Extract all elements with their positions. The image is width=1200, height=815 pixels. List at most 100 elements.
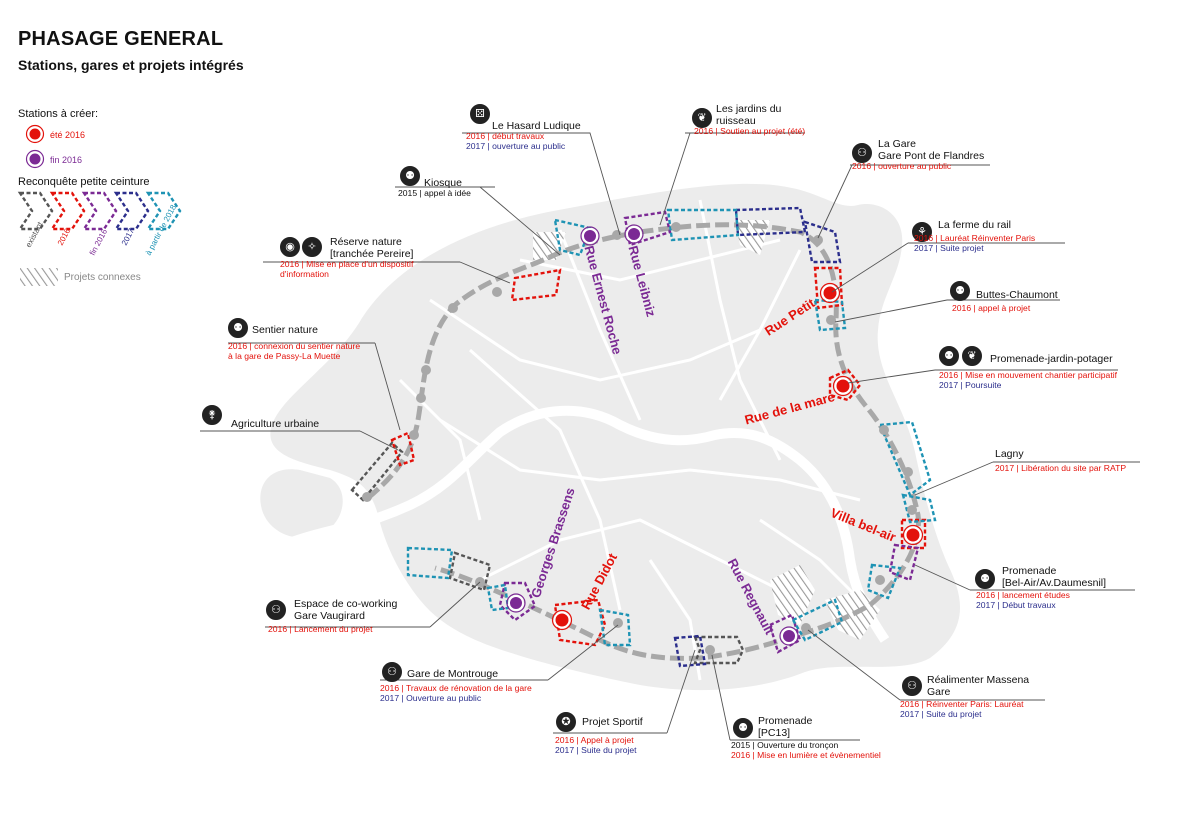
legend-station-ete-label: été 2016	[50, 130, 86, 140]
walkers-icon: ⚉	[975, 569, 995, 589]
legend-connexes-label: Projets connexes	[64, 272, 141, 283]
project-ferme-du-rail: La ferme du rail 2016 | Lauréat Réinvent…	[914, 219, 1035, 254]
project-hasard-ludique: Le Hasard Ludique 2016 | début travaux 2…	[466, 120, 581, 152]
project-phase: 2016 | Travaux de rénovation de la gare	[380, 683, 532, 694]
page-title: PHASAGE GENERAL	[18, 28, 224, 50]
project-name: [tranchée Pereire]	[330, 248, 414, 261]
sport-icon: ✪	[556, 712, 576, 732]
project-name: Sentier nature	[252, 324, 318, 336]
segment-2018-vaugirard	[406, 546, 454, 580]
segment-2018-regnault	[791, 598, 844, 642]
eye-icon: ◉	[280, 237, 300, 257]
project-gare-pont-flandres: La Gare Gare Pont de Flandres 2016 | ouv…	[852, 138, 984, 172]
project-phase: 2016 | connexion du sentier nature	[228, 341, 361, 352]
segments	[350, 206, 937, 668]
train-station-icon: ⚇	[382, 662, 402, 682]
segment-2018-villa	[901, 493, 937, 524]
project-name: Gare	[927, 686, 951, 699]
project-phase: 2015 | appel à idée	[398, 188, 471, 199]
project-name: Espace de co-working	[294, 598, 398, 610]
segment-2018-north	[666, 208, 740, 242]
project-name: Le Hasard Ludique	[492, 120, 581, 132]
project-phase: 2017 | Libération du site par RATP	[995, 463, 1127, 474]
legend-graphics: existant 2016 fin 2016 2017 à partir de …	[17, 124, 182, 286]
segment-2018-buttes	[813, 298, 847, 332]
project-name: Agriculture urbaine	[231, 418, 320, 430]
train-station-icon: ⚇	[852, 143, 872, 163]
project-name: ruisseau	[716, 115, 756, 128]
project-kiosque: Kiosque 2015 | appel à idée	[398, 177, 471, 199]
project-gare-montrouge: Gare de Montrouge 2016 | Travaux de réno…	[380, 668, 532, 704]
project-name: Lagny	[995, 448, 1024, 460]
project-phase: 2016 | Appel à projet	[555, 735, 634, 746]
related-projects-zones	[533, 220, 880, 640]
wheat-icon: ⚵	[202, 405, 222, 425]
project-name: Gare Vaugirard	[294, 610, 366, 623]
project-promenade-bel-air: Promenade [Bel-Air/Av.Daumesnil] 2016 | …	[976, 565, 1107, 611]
project-phase: 2016 | Lancement du projet	[268, 624, 373, 635]
bois-de-boulogne	[260, 469, 343, 538]
project-sentier-nature: Sentier nature 2016 | connexion du senti…	[228, 324, 360, 362]
gardener-icon: ❦	[962, 346, 982, 366]
stations-ete-2016	[551, 282, 924, 631]
segment-fin2016-east	[888, 543, 920, 582]
legend-connexes-swatch	[20, 268, 58, 286]
dice-icon: ⚄	[470, 104, 490, 124]
project-buttes-chaumont: Buttes-Chaumont 2016 | appel à projet	[952, 289, 1058, 314]
leader-lines	[200, 132, 1140, 741]
segment-2018-southeast	[866, 563, 902, 600]
project-name: Projet Sportif	[582, 716, 643, 728]
project-phase: 2015 | Ouverture du tronçon	[731, 740, 839, 751]
project-name: [Bel-Air/Av.Daumesnil]	[1002, 577, 1107, 590]
project-phase: 2017 | ouverture au public	[466, 140, 566, 151]
stations-fin-2016	[506, 224, 799, 646]
segment-2017-gare	[803, 220, 842, 264]
segment-2016-mare	[828, 368, 862, 402]
project-phase: 2017 | Ouverture au public	[380, 692, 482, 703]
legend-label-fin2016: fin 2016	[88, 227, 110, 257]
project-reserve-nature: Réserve nature [tranchée Pereire] 2016 |…	[280, 236, 414, 280]
project-phase: 2017 | Poursuite	[939, 379, 1002, 390]
legend-stations-title: Stations à créer:	[18, 108, 99, 120]
project-phase: 2016 | Soutien au projet (été)	[694, 126, 806, 137]
project-phase: 2017 | Début travaux	[976, 600, 1056, 610]
project-name: [PC13]	[758, 727, 791, 740]
existing-stations	[362, 222, 917, 655]
segment-2016-villa	[900, 518, 927, 550]
walkers-icon: ⚉	[733, 718, 753, 738]
project-promenade-pc13: Promenade [PC13] 2015 | Ouverture du tro…	[731, 715, 881, 761]
legend-station-fin-marker	[27, 151, 43, 167]
segment-existant-south	[693, 635, 745, 665]
project-name: Promenade-jardin-potager	[990, 353, 1113, 365]
segment-2018-didot	[598, 608, 632, 647]
project-coworking-vaugirard: Espace de co-working Gare Vaugirard 2016…	[268, 598, 398, 635]
project-phase: 2016 | début travaux	[466, 131, 545, 142]
walkers-icon: ⚉	[228, 318, 248, 338]
project-phase: 2016 | Mise en mouvement chantier partic…	[939, 370, 1118, 381]
project-name: Buttes-Chaumont	[976, 289, 1058, 301]
legend-label-existant: existant	[24, 220, 45, 249]
project-massena: Réalimenter Massena Gare 2016 | Réinvent…	[900, 674, 1029, 720]
project-name: La ferme du rail	[938, 219, 1011, 231]
project-name: Promenade	[1002, 565, 1057, 577]
bird-icon: ✧	[302, 237, 322, 257]
project-name: Réserve nature	[330, 236, 402, 248]
segment-fin2016-regnault	[768, 613, 802, 654]
project-phase: à la gare de Passy-La Muette	[228, 350, 341, 361]
legend-station-ete-marker	[27, 126, 43, 142]
legend-chevron-2016	[49, 191, 86, 231]
seine-river	[290, 405, 890, 643]
segment-existant-southwest	[448, 551, 492, 592]
project-sportif: Projet Sportif 2016 | Appel à projet 201…	[555, 716, 643, 756]
project-phase: 2016 | Mise en place d'un dispositif	[280, 259, 414, 270]
project-name: Kiosque	[424, 177, 462, 189]
legend-chevron-2018	[145, 191, 182, 231]
train-station-icon: ⚇	[902, 676, 922, 696]
legend-chevron-existant	[17, 191, 54, 231]
project-phase: 2016 | appel à projet	[952, 303, 1031, 314]
page-subtitle: Stations, gares et projets intégrés	[18, 57, 244, 73]
project-phase: 2017 | Suite du projet	[900, 709, 982, 719]
walkers-icon: ⚉	[939, 346, 959, 366]
farm-icon: ⚘	[912, 222, 932, 242]
